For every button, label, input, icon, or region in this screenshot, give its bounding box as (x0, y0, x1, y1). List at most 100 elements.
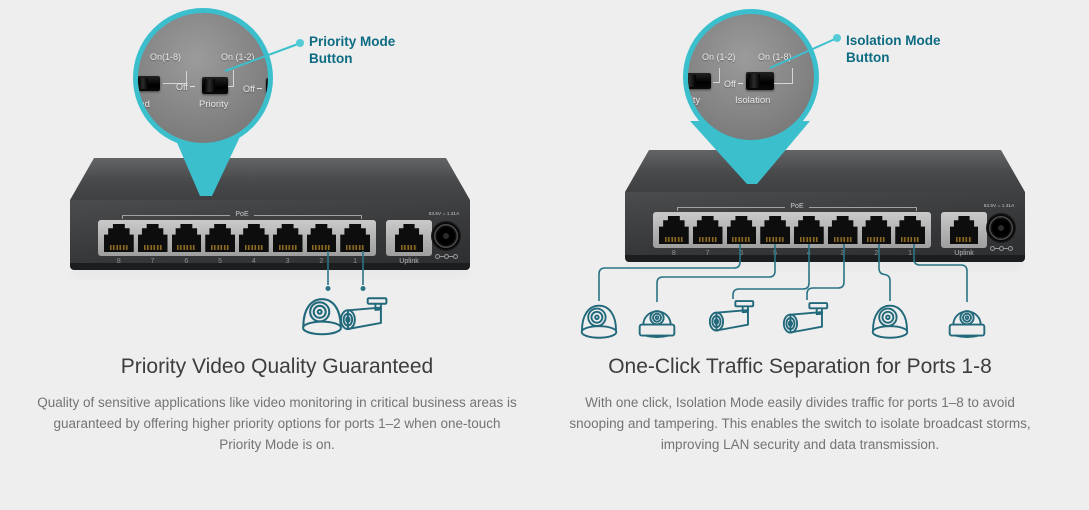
uplink-port (395, 224, 423, 252)
magnifier-circle-right: On (1-2) Off On (1-8) riority Isolation (683, 9, 819, 145)
port-number: 4 (806, 250, 811, 257)
magnifier-circle-left: ) On(1-8) Off On (1-2) Off end Priority … (133, 8, 273, 148)
port-number: 3 (840, 250, 845, 257)
dc-power-jack (987, 214, 1015, 242)
polarity-icon (987, 246, 1015, 251)
priority-label: Priority (199, 99, 229, 110)
priority-mode-callout: Priority Mode Button (309, 33, 395, 67)
rj45-port-8 (104, 224, 134, 252)
isolation-toggle-switch[interactable] (266, 78, 268, 94)
rj45-port-6 (171, 224, 202, 252)
port-number: 2 (319, 258, 324, 265)
partial-label: ) (134, 52, 137, 62)
bullet-camera-icon (339, 297, 388, 331)
switch-device-left: PoE 8 7 6 5 4 3 2 1 Uplink 53.5V = 1.31 (70, 158, 470, 270)
label-bracket (713, 68, 720, 83)
priority-toggle-switch[interactable] (202, 77, 228, 94)
rj45-port-6 (726, 216, 757, 244)
callout-dot (296, 39, 304, 47)
port-number: 3 (285, 258, 290, 265)
uplink-label: Uplink (399, 258, 419, 265)
extend-label-partial: end (134, 99, 150, 110)
uplink-port (950, 216, 978, 244)
callout-dot (833, 34, 841, 42)
rj45-port-7 (137, 224, 168, 252)
port-number: 6 (184, 258, 189, 265)
port-bezel (653, 212, 931, 248)
port-number: 1 (353, 258, 358, 265)
dome-camera-icon (580, 304, 618, 339)
port-number: 7 (150, 258, 155, 265)
rj45-port-5 (760, 216, 790, 244)
polarity-icon (432, 254, 460, 259)
uplink-bezel (386, 220, 432, 256)
dome-camera-icon (871, 304, 909, 339)
poe-label: PoE (790, 203, 804, 210)
switch-device-right: PoE 8 7 6 5 4 3 2 1 Uplink 53.5V = 1.31 (625, 150, 1025, 262)
dc-power-jack (432, 222, 460, 250)
isolation-label: Isolation (735, 95, 771, 106)
priority-label-partial: riority (687, 95, 701, 106)
poe-bracket-line (677, 206, 786, 211)
power-rating-label: 53.5V = 1.31A (428, 211, 460, 217)
section-heading-left: Priority Video Quality Guaranteed (120, 355, 434, 378)
bullet-camera-icon (708, 300, 755, 332)
port-number: 5 (773, 250, 778, 257)
uplink-label: Uplink (954, 250, 974, 257)
rj45-port-2 (861, 216, 892, 244)
rj45-port-1 (895, 216, 925, 244)
label-bracket (228, 70, 234, 87)
isolation-toggle-switch[interactable] (746, 72, 774, 90)
rj45-port-3 (827, 216, 858, 244)
rj45-port-4 (794, 216, 824, 244)
poe-label: PoE (235, 211, 249, 218)
rj45-port-5 (205, 224, 235, 252)
port-number: 8 (671, 250, 676, 257)
rj45-port-7 (692, 216, 723, 244)
switch-top-face (70, 158, 470, 200)
section-body-left: Quality of sensitive applications like v… (37, 395, 517, 452)
label-bracket (163, 71, 187, 84)
callout-line1: Isolation Mode (846, 33, 941, 48)
isolation-mode-callout: Isolation Mode Button (846, 32, 941, 66)
off-label: Off (176, 82, 195, 92)
isolation-label-partial: Iso (267, 99, 270, 110)
section-body-right: With one click, Isolation Mode easily di… (569, 395, 1031, 452)
port-number: 8 (116, 258, 121, 265)
port-number: 4 (251, 258, 256, 265)
poe-bracket-line (253, 214, 363, 219)
port-number: 5 (218, 258, 223, 265)
poe-bracket-line (808, 206, 918, 211)
section-heading-right: One-Click Traffic Separation for Ports 1… (608, 355, 992, 378)
priority-toggle-switch[interactable] (688, 73, 711, 89)
callout-line2: Button (846, 50, 890, 65)
poe-bracket: PoE (122, 211, 363, 219)
port-number: 2 (874, 250, 879, 257)
rj45-port-1 (340, 224, 370, 252)
poe-bracket-line (122, 214, 231, 219)
port-number: 1 (908, 250, 913, 257)
power-rating-label: 53.5V = 1.31A (983, 203, 1015, 209)
mini-dome-camera-icon (638, 310, 676, 338)
label-bracket (774, 68, 793, 84)
dome-camera-icon (301, 298, 343, 336)
mini-dome-camera-icon (948, 310, 986, 338)
off-label: Off (724, 79, 743, 89)
extend-toggle-switch[interactable] (138, 76, 160, 91)
port-number: 7 (705, 250, 710, 257)
connection-endpoint (360, 286, 366, 291)
rj45-port-4 (239, 224, 269, 252)
callout-line1: Priority Mode (309, 34, 396, 49)
port-numbers: 8 7 6 5 4 3 2 1 (98, 258, 376, 265)
rj45-port-3 (272, 224, 303, 252)
bullet-camera-icon (782, 302, 829, 334)
off-label: Off (243, 84, 262, 94)
on-1-8-label: On (1-8) (758, 52, 792, 62)
port-number: 6 (739, 250, 744, 257)
callout-line2: Button (309, 51, 353, 66)
poe-bracket: PoE (677, 203, 918, 211)
uplink-bezel (941, 212, 987, 248)
on-1-2-label: On (1-2) (702, 52, 736, 62)
connection-endpoint (325, 286, 331, 291)
